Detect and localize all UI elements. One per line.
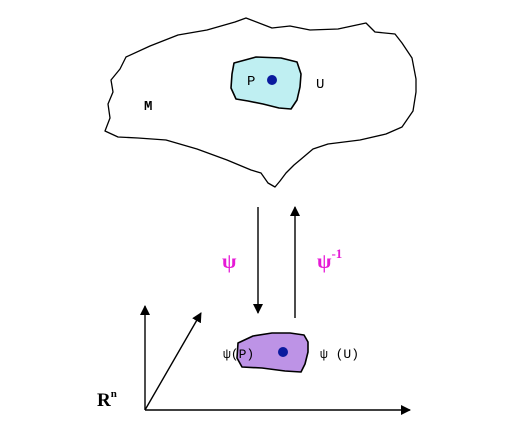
map-inverse-exponent: -1 [331, 246, 342, 261]
neighborhood-u-label: U [316, 77, 324, 93]
space-base: R [97, 390, 111, 411]
point-p-label: P [247, 74, 255, 90]
space-exponent: n [111, 388, 117, 400]
euclidean-space-label: Rn [97, 388, 117, 411]
neighborhood-u [230, 56, 302, 110]
point-p-dot [267, 75, 277, 85]
manifold-label: M [144, 99, 152, 115]
map-forward-label: ψ [222, 249, 237, 273]
map-inverse-base: ψ [317, 249, 332, 273]
axis-diagonal [144, 312, 202, 411]
image-point-dot [278, 347, 288, 357]
image-region-psi-u [236, 332, 309, 373]
map-inverse-label: ψ-1 [317, 246, 342, 273]
image-point-label: ψ(P) [223, 347, 254, 362]
image-region-label: ψ (U) [320, 347, 359, 362]
